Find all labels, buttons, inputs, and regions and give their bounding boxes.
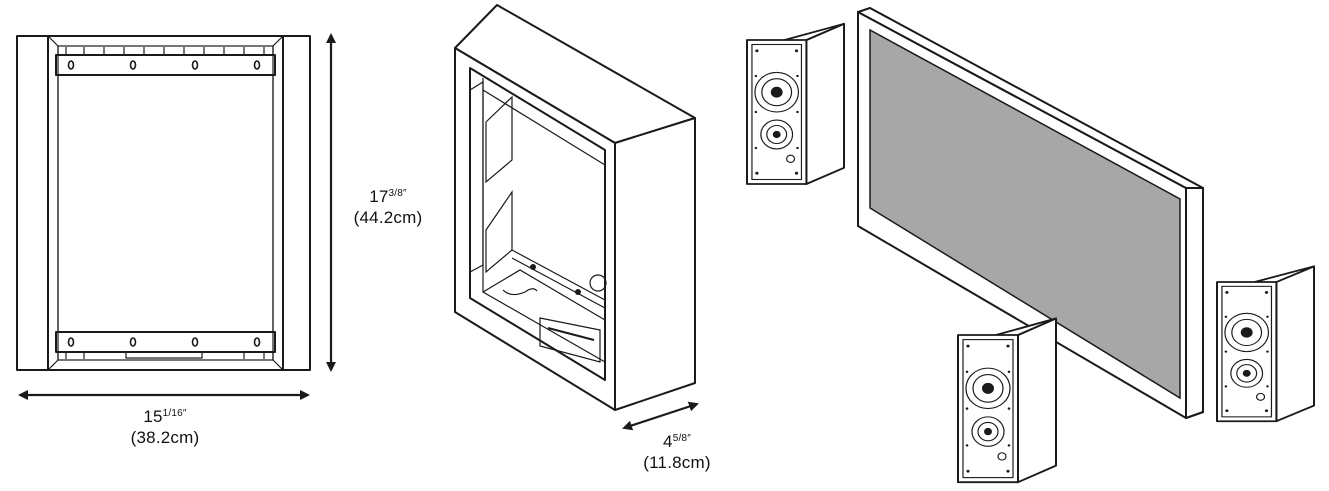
depth-metric: (11.8cm)	[643, 453, 711, 472]
width-metric: (38.2cm)	[130, 428, 200, 447]
speaker-bottom	[957, 317, 1057, 484]
height-dimension-label: 173/8″ (44.2cm)	[340, 183, 436, 228]
speaker-right	[1216, 265, 1316, 423]
isometric-enclosure	[454, 4, 696, 411]
width-dimension-label: 151/16″ (38.2cm)	[110, 403, 220, 448]
depth-dimension-label: 45/8″ (11.8cm)	[622, 428, 732, 473]
front-view-enclosure	[16, 35, 311, 371]
tv-display	[857, 7, 1204, 419]
height-metric: (44.2cm)	[353, 208, 423, 227]
speaker-left	[746, 22, 846, 185]
depth-dimension-arrow	[622, 401, 699, 431]
